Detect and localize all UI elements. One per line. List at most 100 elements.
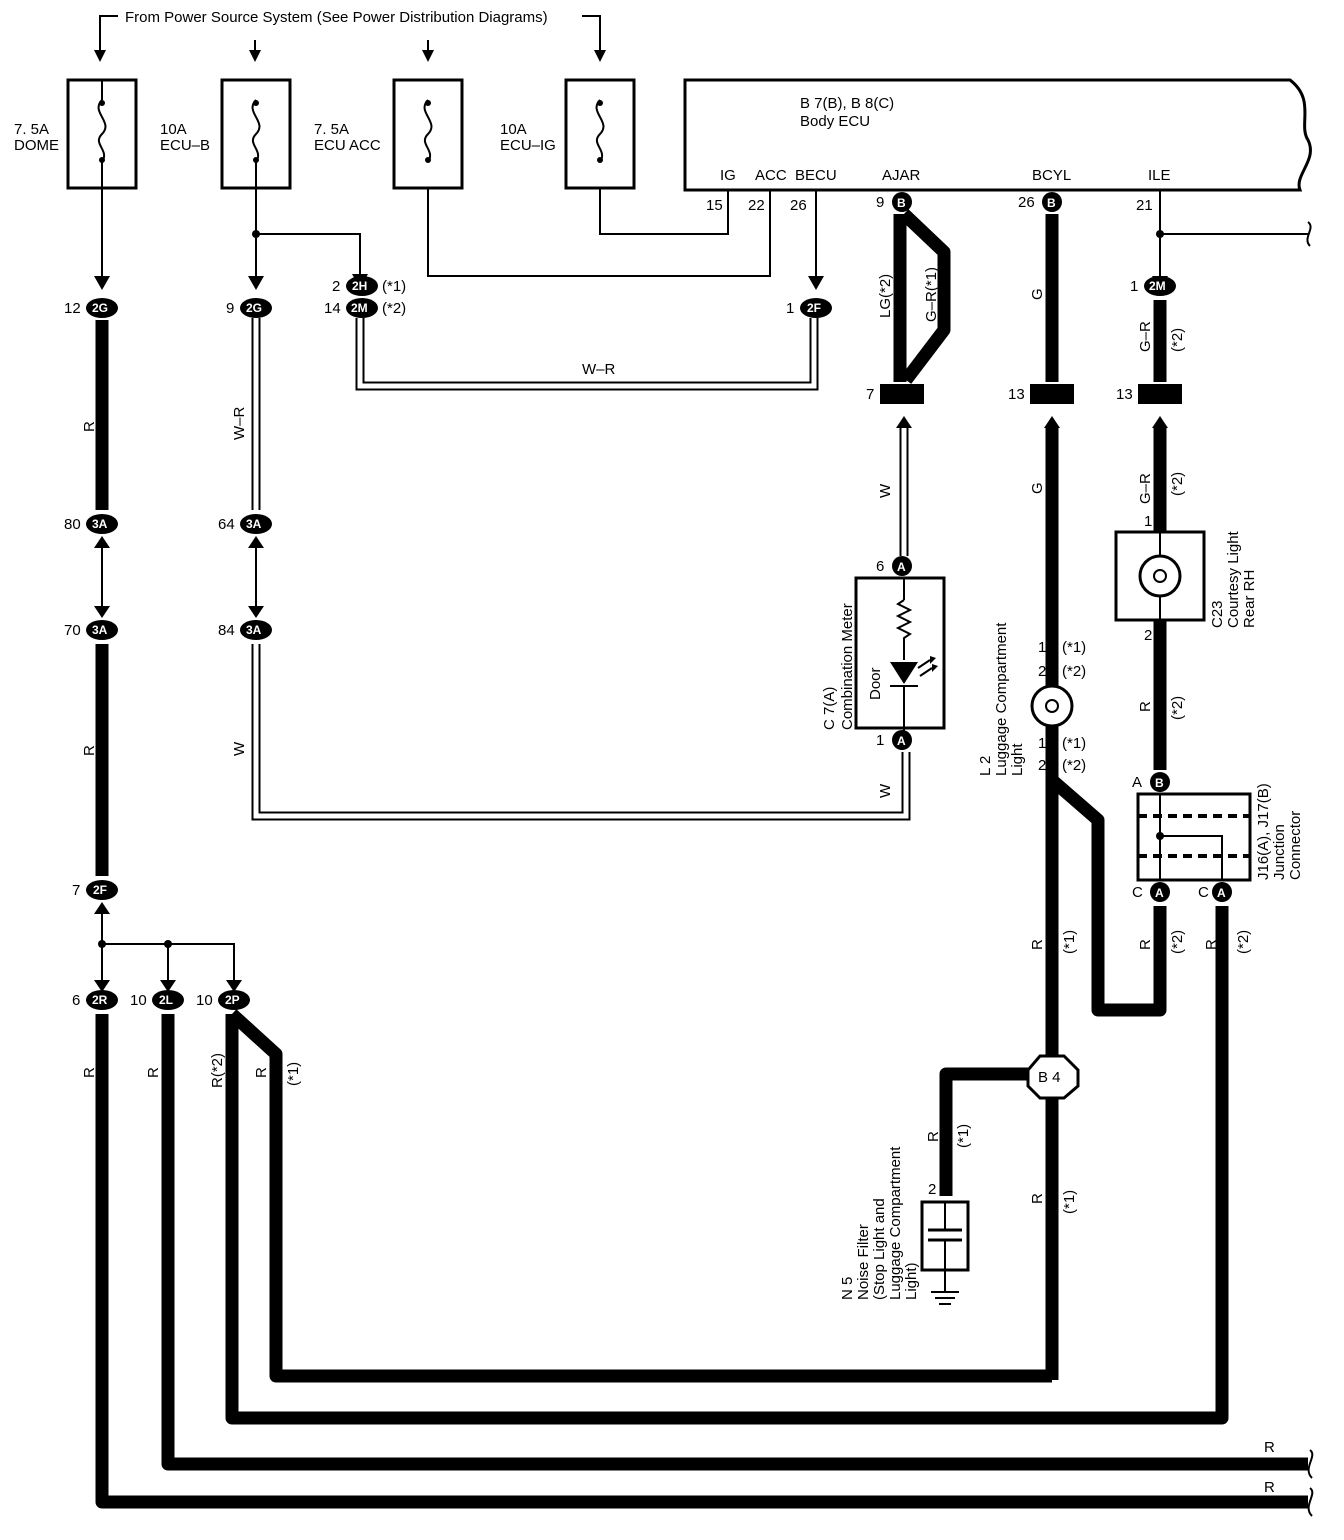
connector-ajar-b-pin: 9 — [876, 194, 884, 211]
luggage-pin2: 2 — [1038, 663, 1046, 680]
connector-jc-a1: A — [1150, 882, 1170, 902]
wire-label-wr-1: W–R — [231, 407, 248, 441]
terminal-acc: ACC — [755, 167, 787, 184]
wire-label-star1-2: (*1) — [955, 1124, 972, 1148]
wire-label-star2-1: (*2) — [1169, 328, 1186, 352]
connector-jc-b-pin: A — [1132, 774, 1142, 791]
connector-jc-b-code: B — [1155, 776, 1164, 790]
wire-color-labels: R R W–R W–R W W W LG(*2) G–R(*1) G G G–R… — [81, 267, 1275, 1496]
connector-2h-code: 2H — [352, 279, 367, 293]
connector-3a-70-pin: 70 — [64, 622, 81, 639]
connector-jc-a1-pin: C — [1132, 884, 1143, 901]
connector-2f-a-pin: 1 — [786, 300, 794, 317]
meter-sub: Door — [867, 667, 884, 700]
luggage-pin1-note: (*1) — [1062, 639, 1086, 656]
connector-ir1-code: IR1 — [1149, 388, 1168, 402]
wire-label-gr1: G–R(*1) — [923, 267, 940, 322]
wire-label-r-4: R — [1029, 939, 1046, 950]
body-ecu-code: B 7(B), B 8(C) — [800, 95, 894, 112]
pin-acc: 22 — [748, 197, 765, 214]
fuse-ecu-ig: 10A ECU–IG — [500, 78, 636, 190]
connector-jc-a1-code: A — [1155, 886, 1164, 900]
connector-3a-70-code: 3A — [92, 623, 108, 637]
splice-b4: B 4 — [1026, 1054, 1080, 1100]
connector-2m-note: (*2) — [382, 300, 406, 317]
power-source-arrows — [94, 15, 606, 62]
connector-2g-a-code: 2G — [92, 301, 108, 315]
terminal-bcyl: BCYL — [1032, 167, 1071, 184]
wire-label-gr-1: G–R — [1137, 321, 1154, 352]
fuse-ecu-b-name: ECU–B — [160, 137, 210, 154]
wire-label-r-9: R — [81, 1067, 98, 1078]
wire-label-r-5: R — [1137, 939, 1154, 950]
noise-filter: 2 N 5 Noise Filter (Stop Light and Lugga… — [839, 1146, 970, 1305]
connector-3a-64-code: 3A — [246, 517, 262, 531]
connector-2l-pin: 10 — [130, 992, 147, 1009]
wire-label-g-2: G — [1029, 482, 1046, 494]
wire-label-star2-3: (*2) — [1169, 696, 1186, 720]
connector-jc-a2: A — [1212, 882, 1232, 902]
noise-filter-pin: 2 — [928, 1181, 936, 1198]
noise-filter-name: Noise Filter — [855, 1224, 872, 1300]
pin-ig: 15 — [706, 197, 723, 214]
thin-wires — [94, 162, 1312, 992]
connector-2r-pin: 6 — [72, 992, 80, 1009]
connector-2f-b-code: 2F — [93, 883, 107, 897]
wire-label-r-8: R — [1029, 1193, 1046, 1204]
junction-sub: Connector — [1287, 811, 1304, 880]
fuse-dome-rating: 7. 5A — [14, 121, 49, 138]
connector-2l: 2L — [152, 990, 184, 1010]
terminal-ig: IG — [720, 167, 736, 184]
wire-label-g-1: G — [1029, 288, 1046, 300]
fuse-ecu-acc: 7. 5A ECU ACC — [314, 78, 464, 190]
junction-name: Junction — [1271, 824, 1288, 880]
wire-label-wr-2: W–R — [582, 361, 616, 378]
connector-2m: 2M — [346, 298, 378, 318]
connector-2m-b-code: 2M — [1149, 279, 1166, 293]
wire-label-r-11: R — [253, 1067, 270, 1078]
fuse-dome-name: DOME — [14, 137, 59, 154]
connector-2p-code: 2P — [225, 993, 240, 1007]
luggage-light: 1 (*1) 2 (*2) 1 (*1) 2 (*2) L 2 Luggage … — [977, 622, 1086, 776]
wire-label-star1-1: (*1) — [1061, 930, 1078, 954]
wire-label-w-3: W — [877, 783, 894, 798]
connector-3a-80: 3A — [86, 514, 118, 534]
fuse-dome: 7. 5A DOME — [14, 78, 138, 190]
body-ecu-name: Body ECU — [800, 113, 870, 130]
wire-label-w-1: W — [231, 741, 248, 756]
connector-2r-code: 2R — [92, 993, 108, 1007]
connector-2g-a: 2G — [86, 298, 118, 318]
noise-filter-sub2: Luggage Compartment — [887, 1146, 904, 1300]
connector-if1-code: IF1 — [892, 388, 910, 402]
connector-meter-a6-pin: 6 — [876, 558, 884, 575]
wire-label-r-7: R — [925, 1131, 942, 1142]
wire-label-r-13: R — [1264, 1479, 1275, 1496]
luggage-pin4: 2 — [1038, 757, 1046, 774]
connector-3a-80-pin: 80 — [64, 516, 81, 533]
connector-2g-b-pin: 9 — [226, 300, 234, 317]
connector-3a-84-code: 3A — [246, 623, 262, 637]
noise-filter-sub3: Light) — [903, 1262, 920, 1300]
connector-2g-b-code: 2G — [246, 301, 262, 315]
terminal-ile: ILE — [1148, 167, 1171, 184]
connector-2l-code: 2L — [159, 993, 173, 1007]
meter-code: C 7(A) — [821, 687, 838, 730]
courtesy-pin-bot: 2 — [1144, 627, 1152, 644]
wire-label-r2: R(*2) — [209, 1053, 226, 1088]
connector-2h-note: (*1) — [382, 278, 406, 295]
connector-3a-84-pin: 84 — [218, 622, 235, 639]
connector-bcyl-b-pin: 26 — [1018, 194, 1035, 211]
wire-label-gr-2: G–R — [1137, 473, 1154, 504]
connector-2f-a-code: 2F — [807, 301, 821, 315]
thick-wires — [95, 209, 1314, 1517]
luggage-pin3-note: (*1) — [1062, 735, 1086, 752]
courtesy-pin-top: 1 — [1144, 513, 1152, 530]
connector-jc-a2-pin: C — [1198, 884, 1209, 901]
connector-2f-a: 2F — [800, 298, 832, 318]
connector-2p: 2P — [218, 990, 250, 1010]
luggage-pin4-note: (*2) — [1062, 757, 1086, 774]
luggage-pin2-note: (*2) — [1062, 663, 1086, 680]
connector-2g-b: 2G — [240, 298, 272, 318]
courtesy-code: C23 — [1209, 600, 1226, 628]
body-ecu: B 7(B), B 8(C) Body ECU IG ACC BECU AJAR… — [683, 78, 1312, 214]
